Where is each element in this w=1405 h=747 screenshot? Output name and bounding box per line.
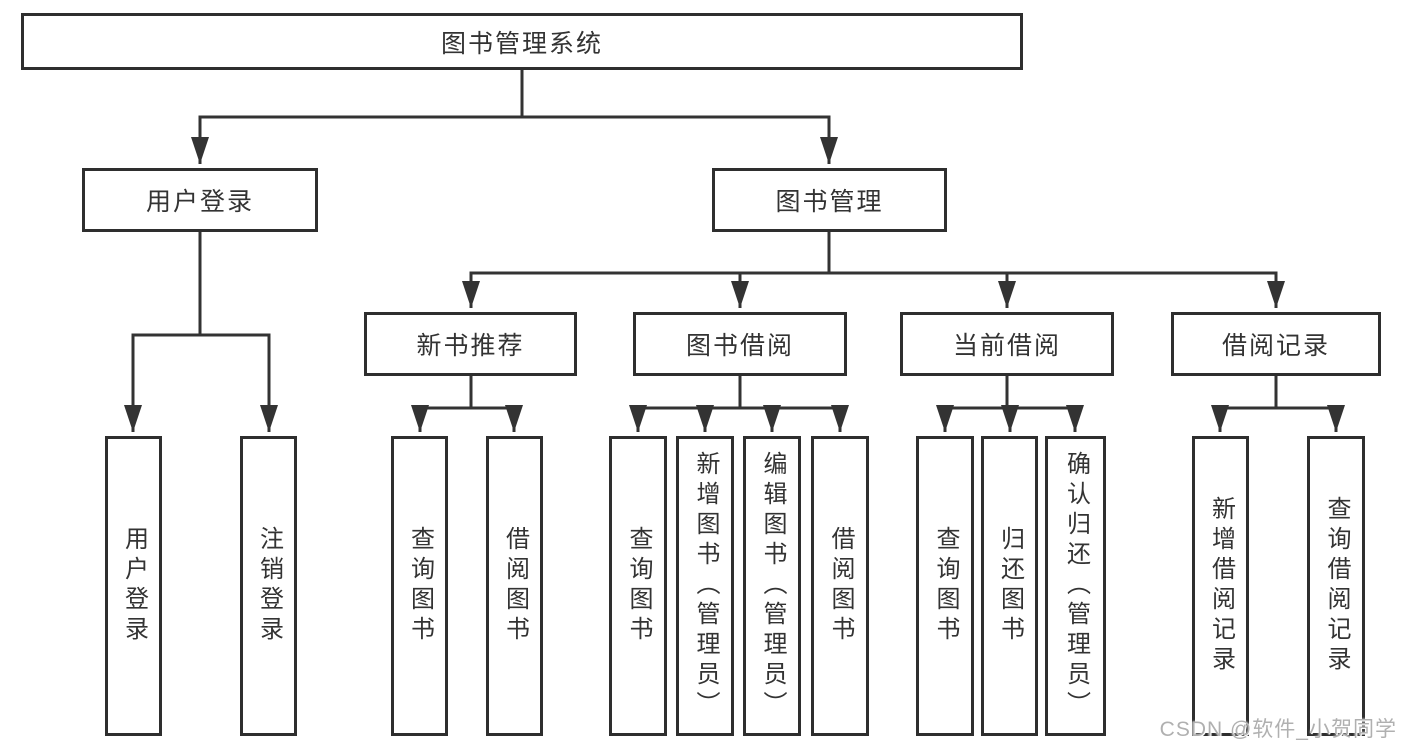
node-new-book-recommend: 新书推荐 xyxy=(364,312,577,376)
leaf-confirm-return-admin-label: 确认归还（管理员） xyxy=(1062,451,1090,721)
leaf-query-books-2-label: 查询图书 xyxy=(625,526,652,646)
leaf-query-books-2: 查询图书 xyxy=(609,436,667,736)
leaf-confirm-return-admin: 确认归还（管理员） xyxy=(1045,436,1106,736)
node-book-borrow-label: 图书借阅 xyxy=(685,332,794,360)
node-borrow-records-label: 借阅记录 xyxy=(1221,332,1330,360)
node-current-borrow: 当前借阅 xyxy=(900,312,1114,376)
leaf-add-borrow-record-label: 新增借阅记录 xyxy=(1207,496,1235,676)
leaf-query-books-3-label: 查询图书 xyxy=(932,526,959,646)
leaf-query-borrow-record: 查询借阅记录 xyxy=(1307,436,1365,736)
leaf-query-books-1-label: 查询图书 xyxy=(406,526,434,646)
leaf-borrow-books-2-label: 借阅图书 xyxy=(827,526,854,646)
leaf-borrow-books-1: 借阅图书 xyxy=(486,436,543,736)
leaf-edit-book-admin-label: 编辑图书（管理员） xyxy=(759,451,786,721)
leaf-logout: 注销登录 xyxy=(240,436,297,736)
leaf-add-book-admin: 新增图书（管理员） xyxy=(676,436,734,736)
node-library-system: 图书管理系统 xyxy=(21,13,1023,70)
leaf-user-login-label: 用户登录 xyxy=(120,526,148,646)
leaf-user-login: 用户登录 xyxy=(105,436,162,736)
leaf-return-book: 归还图书 xyxy=(981,436,1038,736)
node-book-management: 图书管理 xyxy=(712,168,947,232)
node-user-login-label: 用户登录 xyxy=(145,188,254,216)
node-book-borrow: 图书借阅 xyxy=(633,312,847,376)
leaf-borrow-books-2: 借阅图书 xyxy=(811,436,869,736)
node-book-management-label: 图书管理 xyxy=(775,188,884,216)
leaf-query-books-3: 查询图书 xyxy=(916,436,974,736)
leaf-logout-label: 注销登录 xyxy=(255,526,283,646)
node-library-system-label: 图书管理系统 xyxy=(440,29,603,58)
leaf-query-books-1: 查询图书 xyxy=(391,436,448,736)
node-new-book-recommend-label: 新书推荐 xyxy=(416,332,525,360)
leaf-add-borrow-record: 新增借阅记录 xyxy=(1192,436,1249,736)
leaf-borrow-books-1-label: 借阅图书 xyxy=(501,526,529,646)
leaf-return-book-label: 归还图书 xyxy=(996,526,1024,646)
node-user-login: 用户登录 xyxy=(82,168,318,232)
node-borrow-records: 借阅记录 xyxy=(1171,312,1381,376)
leaf-add-book-admin-label: 新增图书（管理员） xyxy=(692,451,719,721)
leaf-query-borrow-record-label: 查询借阅记录 xyxy=(1323,496,1350,676)
csdn-watermark: CSDN @软件_小贺同学 xyxy=(1159,718,1397,741)
leaf-edit-book-admin: 编辑图书（管理员） xyxy=(743,436,801,736)
node-current-borrow-label: 当前借阅 xyxy=(952,332,1061,360)
